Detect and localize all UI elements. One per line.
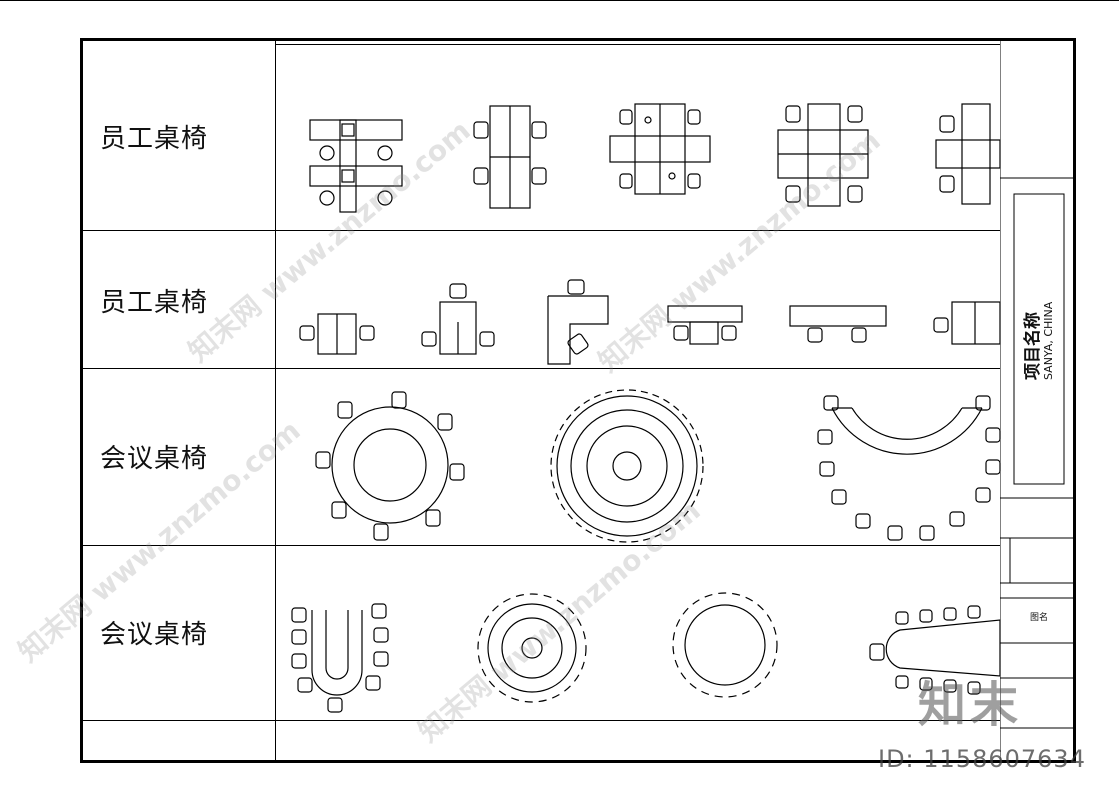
workstation-cluster-4 [777,103,869,207]
watermark-id: ID: 1158607634 [878,745,1086,773]
row-label-meeting-1: 会议桌椅 [100,444,209,474]
row-divider-3 [82,545,1000,546]
row-divider-1 [82,230,1000,231]
row-divider-2 [82,368,1000,369]
workstation-cluster-5 [935,103,1001,205]
row-label-staff-2: 员工桌椅 [100,288,209,318]
label-column-divider [275,40,276,761]
row-label-staff-1: 员工桌椅 [100,124,209,154]
title-block-lines [999,38,1076,763]
l-desk [547,279,609,365]
desk-edge [933,301,1001,345]
desk-pair-2 [421,283,495,355]
t-desk-1 [667,305,743,345]
round-conference-table-3 [477,593,587,703]
round-conference-table-1 [315,391,465,541]
long-desk [789,305,887,343]
project-name: 项目名称 [1023,312,1043,380]
horseshoe-conference-table [291,603,389,713]
u-conference-table [817,395,1001,541]
workstation-cluster-1 [309,119,403,213]
top-border-line [0,0,1119,1]
oval-conference-table [869,605,1001,695]
round-conference-table-4 [672,592,778,698]
title-block [999,38,1076,763]
round-conference-table-2 [550,389,704,543]
desk-pair-1 [299,313,375,355]
row-divider-4 [82,720,1000,721]
workstation-cluster-2 [473,105,547,209]
drawing-name-label: 图名 [1030,613,1049,623]
top-inner-line [276,44,1000,45]
drawing-sheet-frame [80,38,1076,763]
project-location: SANYA, CHINA [1042,301,1055,380]
row-label-meeting-2: 会议桌椅 [100,620,209,650]
workstation-cluster-3 [609,103,711,195]
watermark-logo: 知末 [918,677,1023,733]
